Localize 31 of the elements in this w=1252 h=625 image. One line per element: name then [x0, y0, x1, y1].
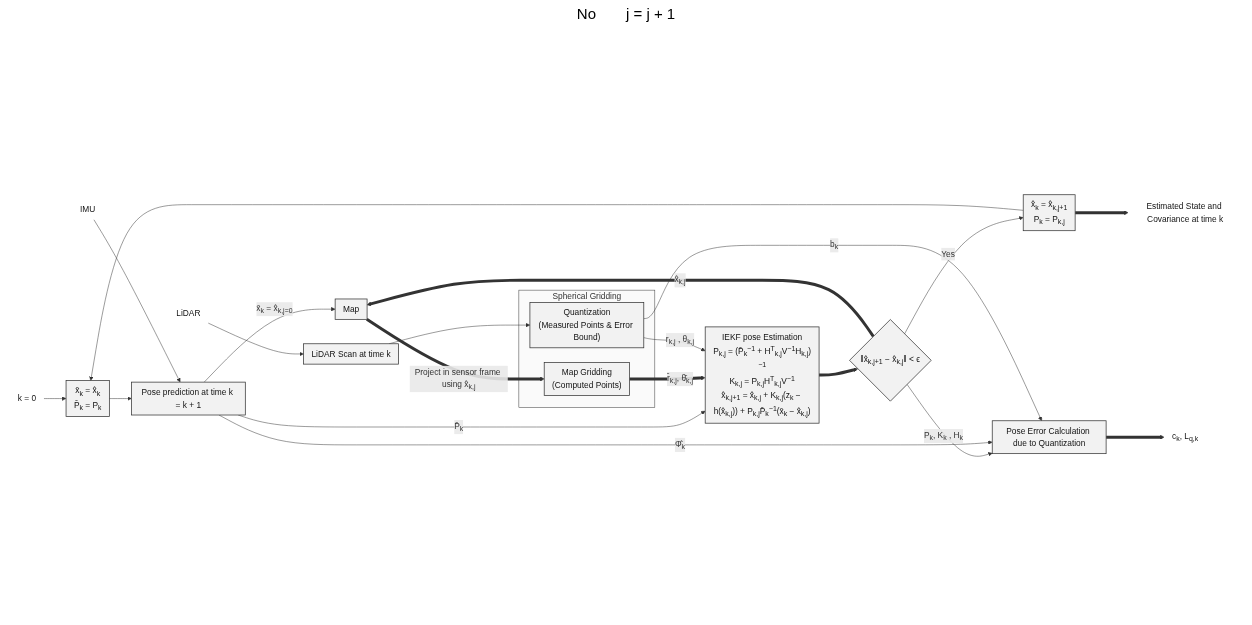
- note-text: j = j + 1: [626, 4, 676, 22]
- arrow: [366, 318, 545, 382]
- edge-label: x̄$_{k}$ = x̂$_{k,j=0}$: [256, 303, 293, 315]
- edge-label: Yes: [941, 249, 955, 259]
- node-text: c$_{k}$, L$_{q,k}$: [1172, 431, 1199, 443]
- arrow: [1106, 435, 1165, 440]
- edge-label: x̂$_{k,j}$: [674, 274, 686, 286]
- edge-label: P$_{k}$, K$_{k}$ , H$_{k}$: [923, 430, 964, 442]
- arrow: [1075, 210, 1129, 215]
- node-text: IMU: [80, 204, 96, 215]
- edge-label: r$_{k,j}$ , θ$_{k,j}$: [665, 334, 695, 346]
- edge-label: r̄$_{k,j}$, θ̄$_{k,j}$: [667, 373, 693, 385]
- arrow: [819, 367, 858, 377]
- node-box: Map: [334, 298, 368, 320]
- edge-label: b$_{k}$: [830, 239, 839, 251]
- edge-label: Φ̂$_{k}$: [674, 439, 686, 451]
- node-box: Quantization (Measured Points & Error Bound): [529, 302, 645, 349]
- node-box: x̄$_{k}$ = x̂$_{k}$ P̄$_{k}$ = P$_{k}$: [65, 380, 110, 417]
- node-text: LiDAR: [176, 309, 201, 319]
- node-box: x̂$_{k}$ = x̂$_{k,j+1}$ P$_{k}$ = P$_{k,j}$: [1022, 194, 1076, 232]
- node-text: k = 0: [17, 393, 37, 404]
- node-diamond: ‖x̂$_{k,j+1}$ − x̂$_{k,j}$‖ < ϵ: [849, 319, 932, 402]
- node-box: LiDAR Scan at time k: [303, 343, 399, 365]
- node-box: Map Gridding (Computed Points): [543, 362, 630, 396]
- node-box: Pose Error Calculation due to Quantization: [991, 420, 1107, 454]
- edge-label: Project in sensor frame using x̂$_{k,j}$: [414, 367, 501, 391]
- node-box: Pose prediction at time k = k + 1: [131, 381, 246, 416]
- edge-label: P̄$_{k}$: [454, 421, 464, 433]
- node-text: Estimated State and Covariance at time k: [1146, 201, 1224, 224]
- note-text: No: [576, 4, 596, 22]
- arrow: [366, 278, 875, 338]
